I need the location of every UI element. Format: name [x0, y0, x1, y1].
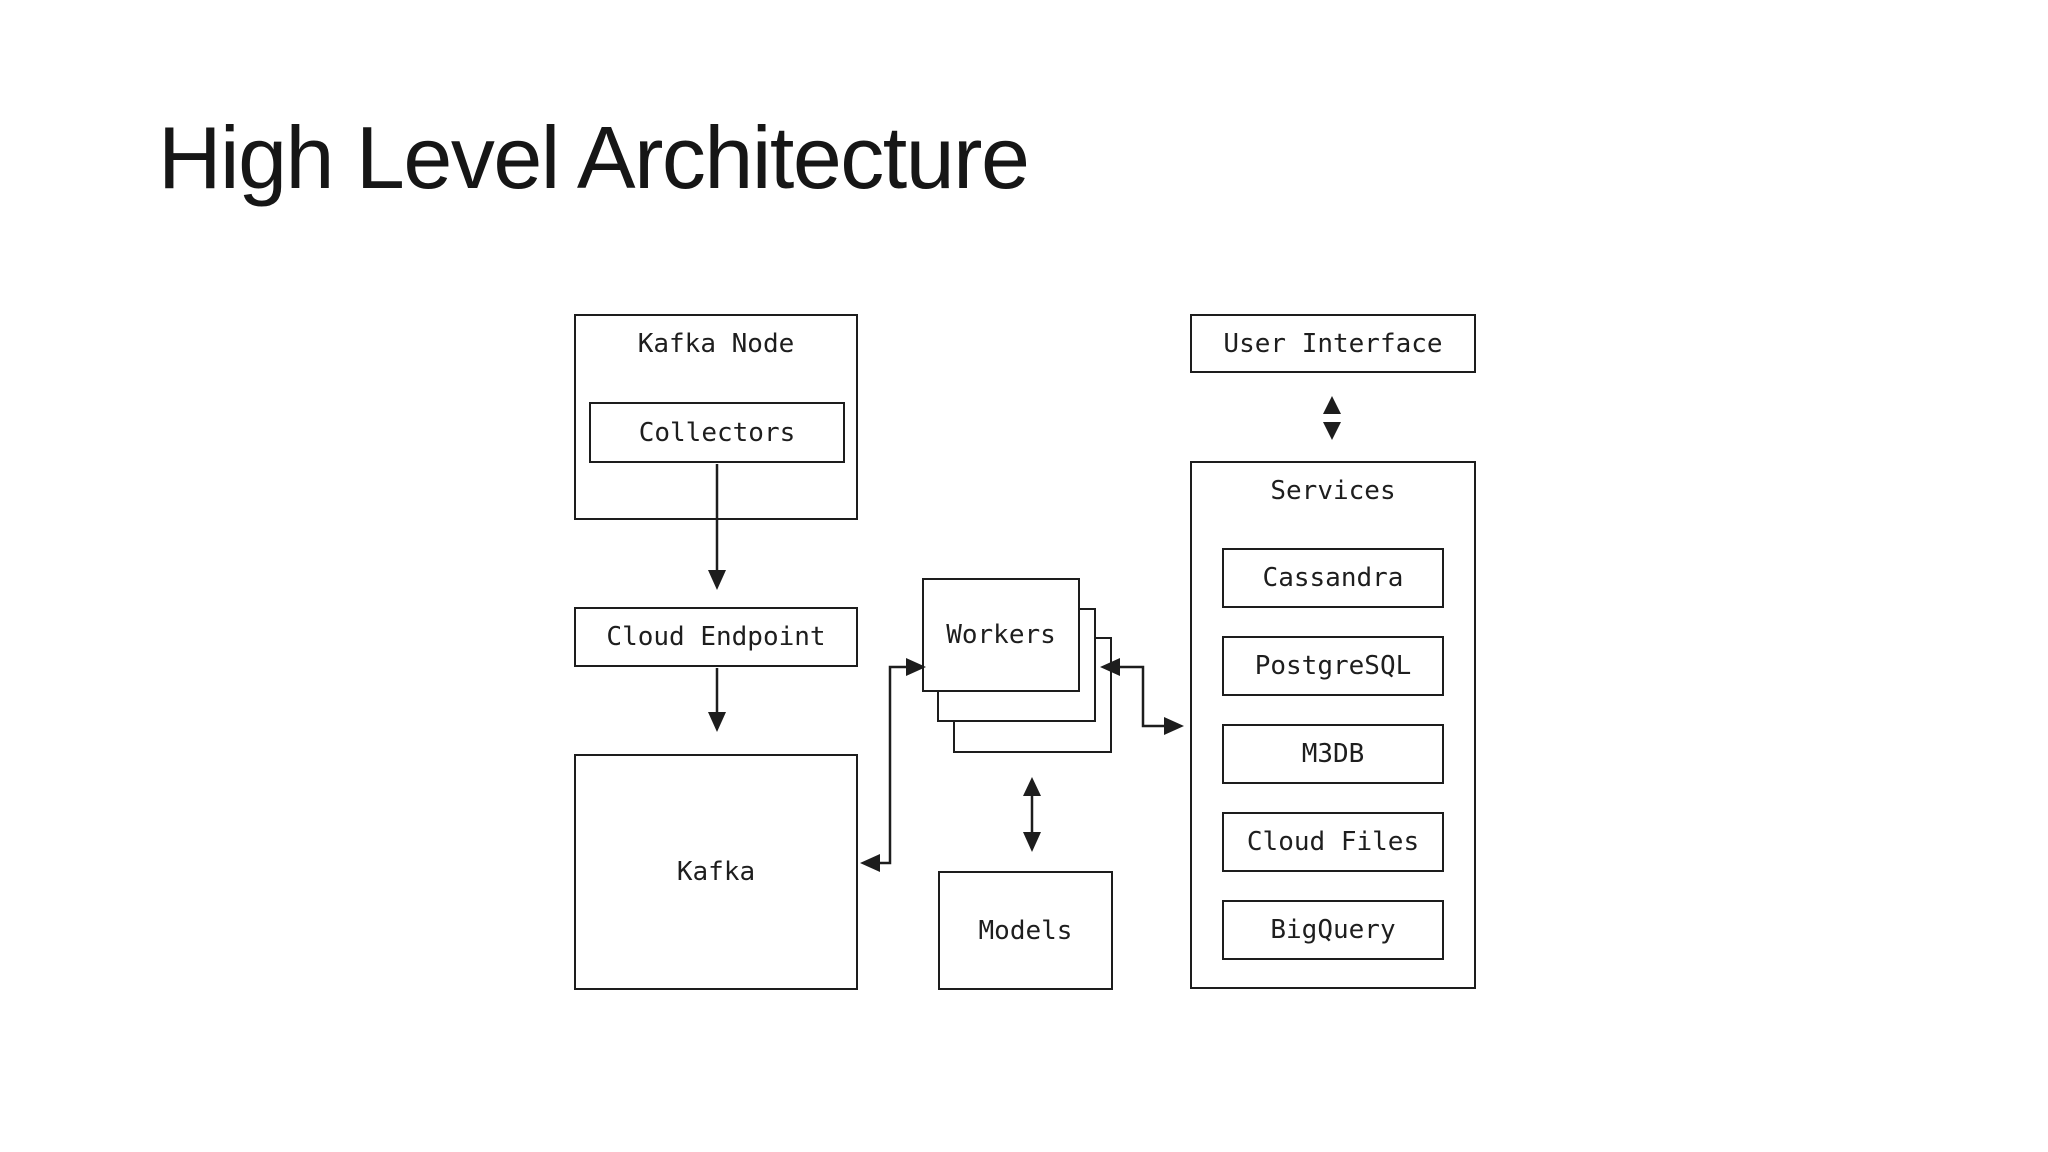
postgresql-label: PostgreSQL — [1254, 651, 1412, 681]
cloud-endpoint-box: Cloud Endpoint — [574, 607, 858, 667]
page-title: High Level Architecture — [158, 108, 1030, 207]
arrow-down-icon — [708, 712, 726, 732]
arrow-left-icon — [860, 854, 880, 872]
edge-kafka-workers — [860, 658, 926, 872]
collectors-box: Collectors — [589, 402, 845, 463]
cloud-files-label: Cloud Files — [1246, 827, 1420, 857]
edge-cloud-endpoint-to-kafka — [708, 668, 726, 732]
services-box: Services Cassandra PostgreSQL M3DB Cloud… — [1190, 461, 1476, 989]
user-interface-box: User Interface — [1190, 314, 1476, 373]
collectors-label: Collectors — [638, 417, 796, 448]
cloud-endpoint-label: Cloud Endpoint — [606, 622, 826, 652]
models-box: Models — [938, 871, 1113, 990]
services-label: Services — [1270, 476, 1396, 506]
edge-workers-services — [1100, 658, 1184, 735]
bigquery-label: BigQuery — [1270, 915, 1396, 945]
edge-workers-models — [1023, 777, 1041, 852]
arrow-up-icon — [1023, 777, 1041, 796]
arrow-right-icon — [1164, 717, 1184, 735]
arrow-down-icon — [708, 570, 726, 590]
kafka-box: Kafka — [574, 754, 858, 990]
m3db-label: M3DB — [1301, 739, 1365, 769]
kafka-label: Kafka — [676, 857, 756, 887]
service-item-postgresql: PostgreSQL — [1222, 636, 1444, 696]
cassandra-label: Cassandra — [1262, 563, 1404, 593]
kafka-node-label: Kafka Node — [637, 329, 795, 359]
user-interface-label: User Interface — [1223, 328, 1443, 359]
service-item-cassandra: Cassandra — [1222, 548, 1444, 608]
service-item-cloud-files: Cloud Files — [1222, 812, 1444, 872]
workers-label: Workers — [946, 620, 1056, 650]
edge-user-interface-services — [1323, 396, 1341, 440]
service-item-bigquery: BigQuery — [1222, 900, 1444, 960]
service-item-m3db: M3DB — [1222, 724, 1444, 784]
arrow-down-icon — [1023, 832, 1041, 852]
workers-box: Workers — [922, 578, 1080, 692]
models-label: Models — [978, 915, 1073, 946]
arrow-down-icon — [1323, 422, 1341, 440]
arrow-up-icon — [1323, 396, 1341, 414]
